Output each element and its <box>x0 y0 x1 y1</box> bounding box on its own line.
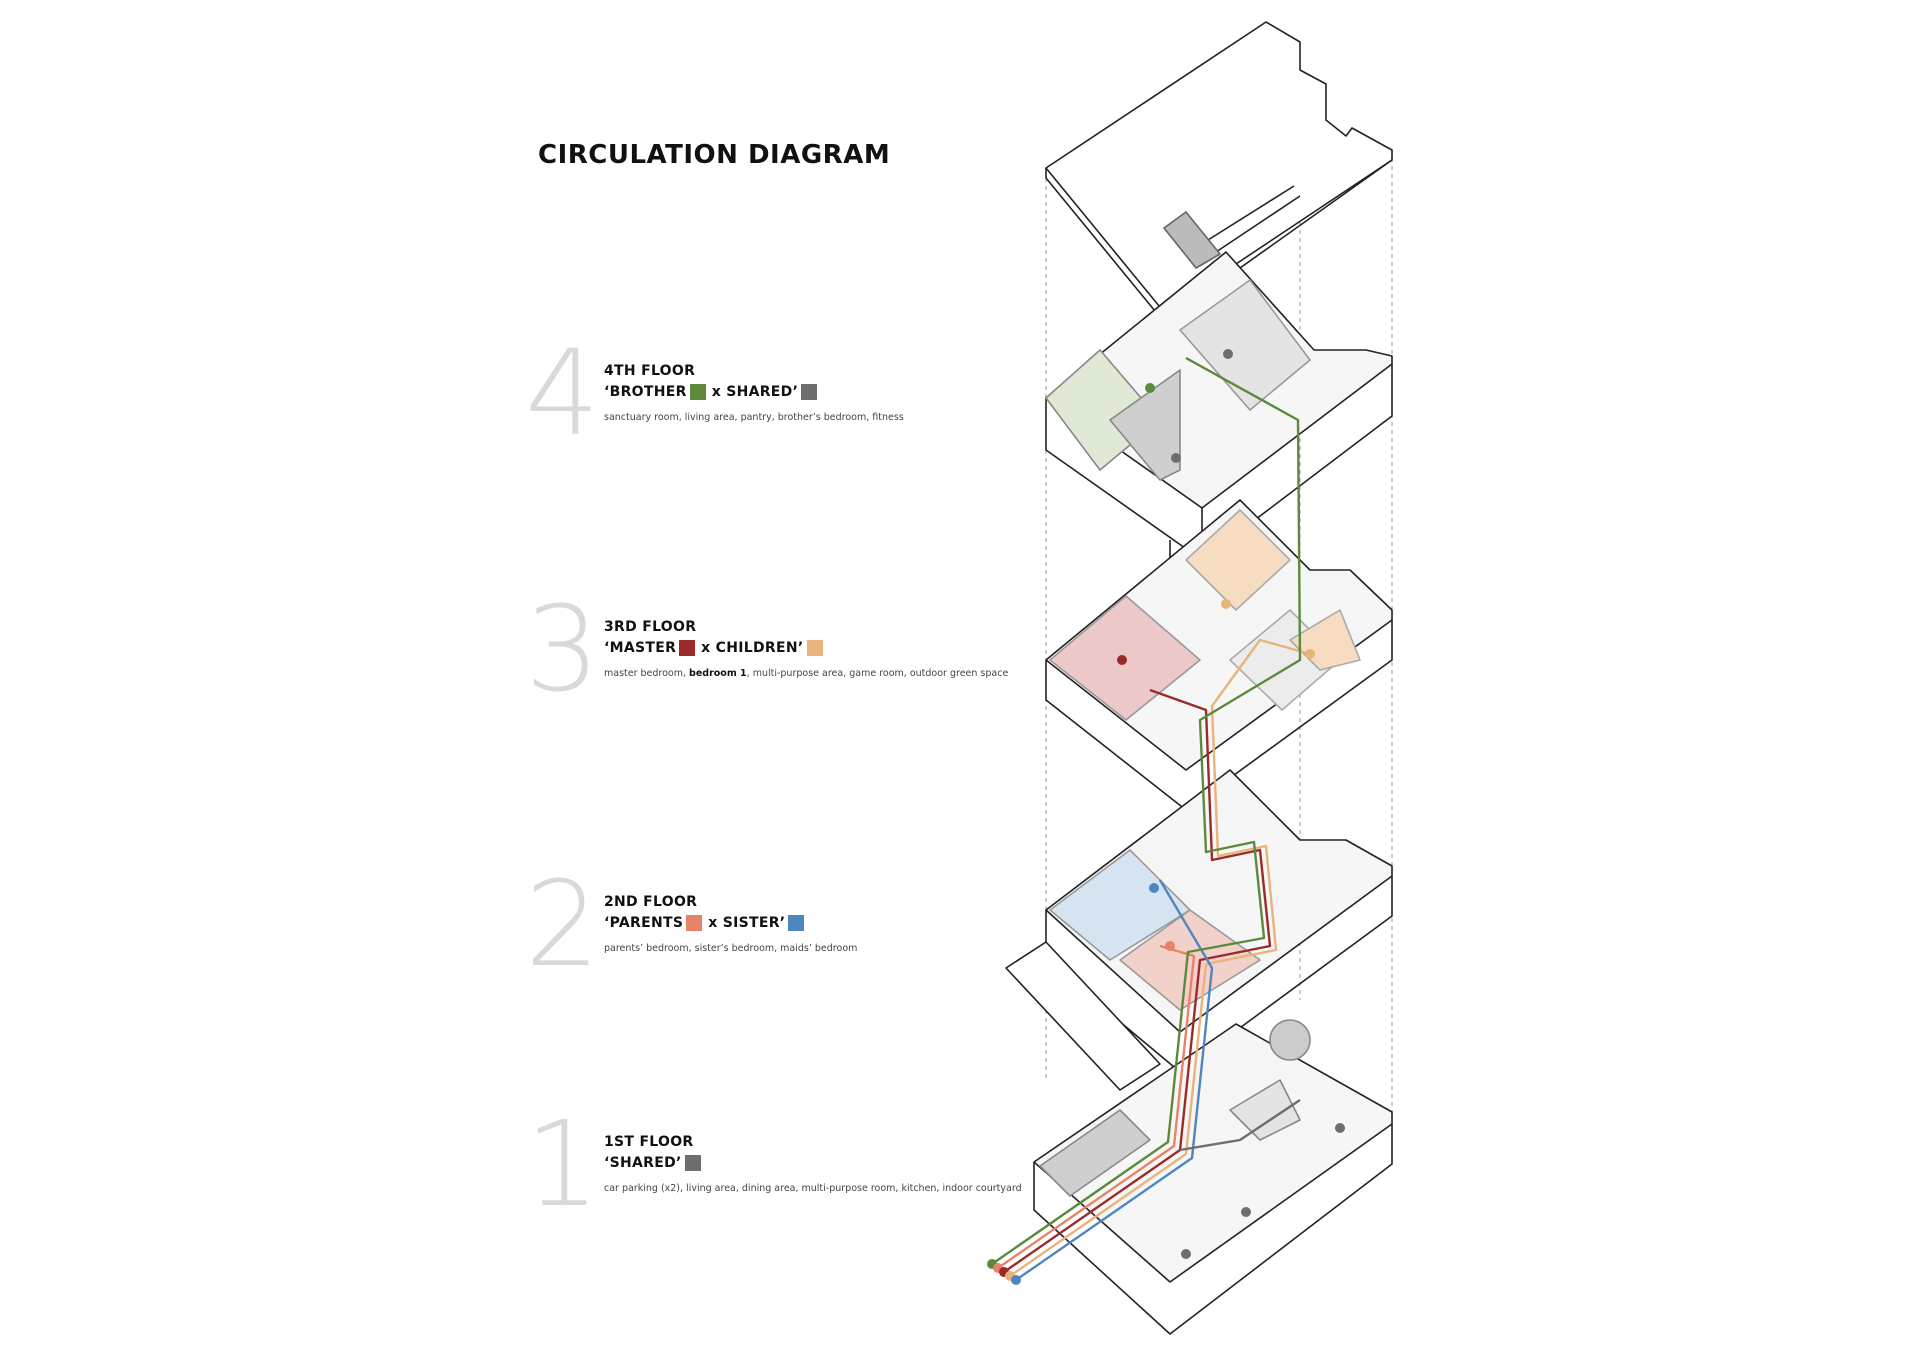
sister-swatch <box>788 915 805 931</box>
shared-marker-4b <box>1223 349 1233 359</box>
diagram-title: CIRCULATION DIAGRAM <box>538 140 891 170</box>
children-swatch <box>806 640 823 656</box>
children-room-marker-2 <box>1305 649 1315 659</box>
floor-4-label-a: ‘BROTHER <box>604 384 687 400</box>
floor-2-label-a: ‘PARENTS <box>604 915 684 931</box>
floor-4-number: 4 <box>524 324 600 462</box>
children-path <box>1009 638 1311 1277</box>
floor-1-description: car parking (x2), living area, dining ar… <box>604 1183 1022 1194</box>
floor-1-number: 1 <box>524 1095 600 1233</box>
parents-room-marker <box>1165 941 1175 951</box>
shared-marker-1 <box>1181 1249 1191 1259</box>
room-markers <box>987 349 1345 1285</box>
children-room-marker <box>1221 599 1231 609</box>
shared-marker-1c <box>1335 1123 1345 1133</box>
floor-4-connector: x SHARED’ <box>711 384 799 400</box>
floor-3-description: master bedroom, bedroom 1, multi-purpose… <box>604 668 1009 679</box>
brother-path <box>991 356 1302 1265</box>
floor-1-plate <box>1033 1019 1393 1335</box>
floor-3-connector: x CHILDREN’ <box>701 640 804 656</box>
parents-swatch <box>686 915 703 931</box>
entry-marker-sister <box>1011 1275 1021 1285</box>
roof-plate <box>1045 21 1393 323</box>
floor-4-plate <box>1045 251 1393 561</box>
shared-swatch <box>801 384 818 400</box>
master-room-marker <box>1117 655 1127 665</box>
shared-swatch-1 <box>684 1155 701 1171</box>
floor-2-plate <box>1005 769 1393 1091</box>
circulation-paths <box>991 356 1311 1281</box>
floor-2-connector: x SISTER’ <box>708 915 786 931</box>
floor-3-number: 3 <box>524 580 600 718</box>
floor-3-plate <box>1045 499 1393 811</box>
master-swatch <box>679 640 696 656</box>
floor-2-heading: 2ND FLOOR <box>604 894 698 910</box>
sister-path <box>1015 879 1214 1281</box>
shared-path <box>1179 1099 1301 1152</box>
floor-2-number: 2 <box>524 855 600 993</box>
sister-room-marker <box>1149 883 1159 893</box>
floor-4-heading: 4TH FLOOR <box>604 363 696 379</box>
brother-swatch <box>689 384 706 400</box>
floor-4-description: sanctuary room, living area, pantry, bro… <box>604 412 904 423</box>
floor-1-heading: 1ST FLOOR <box>604 1134 694 1150</box>
brother-room-marker <box>1145 383 1155 393</box>
parents-path <box>997 944 1196 1269</box>
floor-1-label-a: ‘SHARED’ <box>604 1155 682 1171</box>
master-path <box>1003 688 1272 1273</box>
floor-3-heading: 3RD FLOOR <box>604 619 697 635</box>
shared-marker-1b <box>1241 1207 1251 1217</box>
floor-2-description: parents’ bedroom, sister’s bedroom, maid… <box>604 943 858 954</box>
shared-marker-4 <box>1171 453 1181 463</box>
floor-3-label-a: ‘MASTER <box>604 640 677 656</box>
